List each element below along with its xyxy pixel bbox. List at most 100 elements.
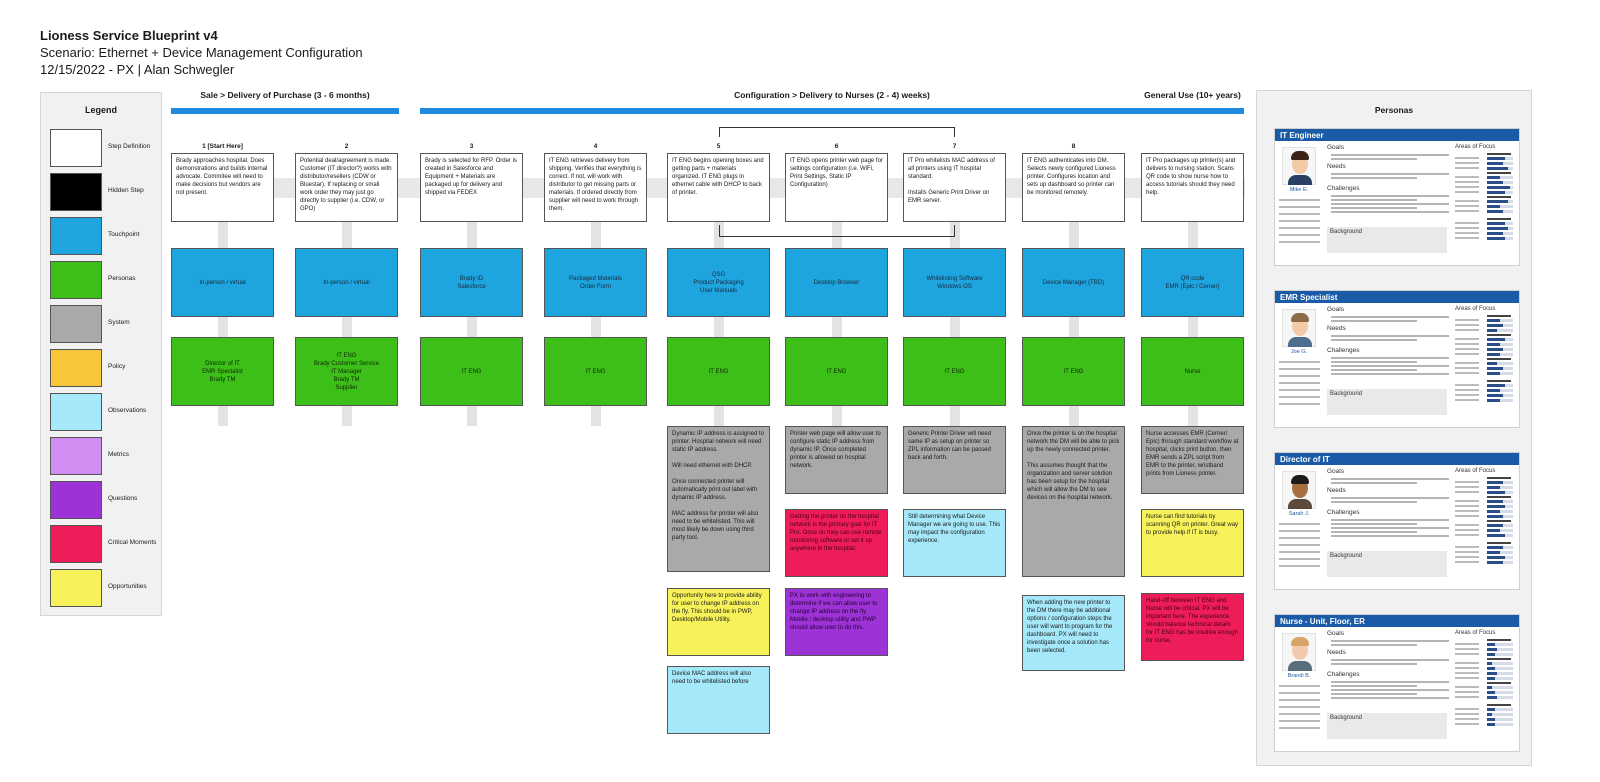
focus-group-header [1487, 496, 1511, 498]
focus-rating-name [1455, 713, 1479, 715]
persona-card: IT ENG [1022, 337, 1125, 406]
focus-rating-fill [1487, 691, 1495, 694]
meta-line [1279, 199, 1321, 201]
touchpoint-card: QSG Product Packaging User Manuals [667, 248, 770, 317]
focus-rating-name [1455, 367, 1479, 369]
bullet-line [1331, 203, 1449, 205]
areas-of-focus-label: Areas of Focus [1455, 630, 1496, 636]
focus-rating-fill [1487, 399, 1500, 402]
persona-meta-lines [1279, 523, 1325, 572]
observation-note: When adding the new printer to the DM th… [1022, 595, 1125, 671]
areas-of-focus-label: Areas of Focus [1455, 468, 1496, 474]
column-connector [218, 222, 228, 248]
focus-rating-fill [1487, 481, 1503, 484]
legend-swatch [50, 481, 102, 519]
focus-rating-name [1455, 486, 1479, 488]
focus-rating-bar [1487, 384, 1513, 387]
focus-rating-name [1455, 353, 1479, 355]
legend-item: Personas [50, 261, 158, 299]
meta-line [1279, 213, 1321, 215]
focus-rating-row [1455, 399, 1515, 402]
meta-line [1279, 206, 1321, 208]
focus-group-header [1487, 639, 1511, 641]
focus-rating-bar [1487, 713, 1513, 716]
bullet-line [1331, 689, 1449, 691]
phase-bar [420, 108, 1244, 114]
bullet-line [1331, 177, 1417, 179]
persona-section-label: Goals [1327, 630, 1344, 637]
focus-rating-bar [1487, 524, 1513, 527]
focus-rating-name [1455, 157, 1479, 159]
focus-rating-fill [1487, 510, 1500, 513]
focus-rating-name [1455, 500, 1479, 502]
bullet-line [1331, 316, 1449, 318]
focus-rating-fill [1487, 181, 1503, 184]
step-card: IT Pro whitelists MAC address of all pri… [903, 153, 1006, 222]
focus-rating-name [1455, 167, 1479, 169]
focus-rating-name [1455, 529, 1479, 531]
focus-rating-fill [1487, 394, 1503, 397]
column-connector [950, 222, 960, 248]
focus-rating-row [1455, 718, 1515, 721]
step-card: IT ENG retrieves delivery from shipping.… [544, 153, 647, 222]
focus-rating-fill [1487, 210, 1503, 213]
touchpoint-card: Desktop Browser [785, 248, 888, 317]
bullet-line [1331, 173, 1449, 175]
focus-rating-row [1455, 372, 1515, 375]
persona-card: Director of IT EMR Specialist Brady TM [171, 337, 274, 406]
focus-rating-bar [1487, 723, 1513, 726]
meta-line [1279, 368, 1321, 370]
focus-rating-bar [1487, 510, 1513, 513]
focus-rating-row [1455, 500, 1515, 503]
focus-rating-name [1455, 338, 1479, 340]
bullet-line [1331, 535, 1449, 537]
column-connector [832, 317, 842, 337]
opportunity-note: Opportunity here to provide ability for … [667, 588, 770, 656]
focus-rating-row [1455, 319, 1515, 322]
focus-rating-fill [1487, 546, 1503, 549]
focus-rating-fill [1487, 237, 1505, 240]
focus-rating-fill [1487, 348, 1503, 351]
persona-section-label: Goals [1327, 468, 1344, 475]
focus-rating-row [1455, 389, 1515, 392]
column-connector [1188, 222, 1198, 248]
focus-rating-row [1455, 205, 1515, 208]
column-connector [342, 317, 352, 337]
touchpoint-card: In-person / virtual [295, 248, 398, 317]
legend-swatch [50, 437, 102, 475]
step-card: IT Pro packages up printer(s) and delive… [1141, 153, 1244, 222]
focus-rating-name [1455, 534, 1479, 536]
persona-avatar [1282, 471, 1316, 509]
focus-rating-bar [1487, 176, 1513, 179]
bullet-line [1331, 685, 1417, 687]
touchpoint-card: QR code EMR (Epic / Cerner) [1141, 248, 1244, 317]
focus-rating-fill [1487, 515, 1503, 518]
step-number: 7 [952, 143, 957, 150]
meta-line [1279, 396, 1321, 398]
bullet-line [1331, 199, 1417, 201]
focus-rating-name [1455, 210, 1479, 212]
persona-section-label: Goals [1327, 306, 1344, 313]
focus-rating-row [1455, 200, 1515, 203]
column-connector [342, 406, 352, 426]
persona-name: Brandi B. [1287, 673, 1311, 679]
focus-rating-row [1455, 191, 1515, 194]
legend-item: Critical Moments [50, 525, 158, 563]
focus-rating-fill [1487, 362, 1497, 365]
bullet-line [1331, 527, 1449, 529]
focus-rating-bar [1487, 648, 1513, 651]
step-number: 2 [344, 143, 349, 150]
focus-group-header [1487, 520, 1511, 522]
bullet-line [1331, 644, 1417, 646]
opportunity-note: Nurse can find tutorials by scanning QR … [1141, 509, 1244, 577]
focus-rating-name [1455, 222, 1479, 224]
focus-rating-name [1455, 551, 1479, 553]
phase-header: Configuration > Delivery to Nurses (2 - … [420, 88, 1244, 118]
column-connector [950, 317, 960, 337]
focus-rating-bar [1487, 372, 1513, 375]
background-label: Background [1330, 553, 1363, 559]
legend-label: Opportunities [108, 583, 147, 590]
focus-rating-fill [1487, 672, 1497, 675]
question-note: PX to work with engineering to determine… [785, 588, 888, 656]
